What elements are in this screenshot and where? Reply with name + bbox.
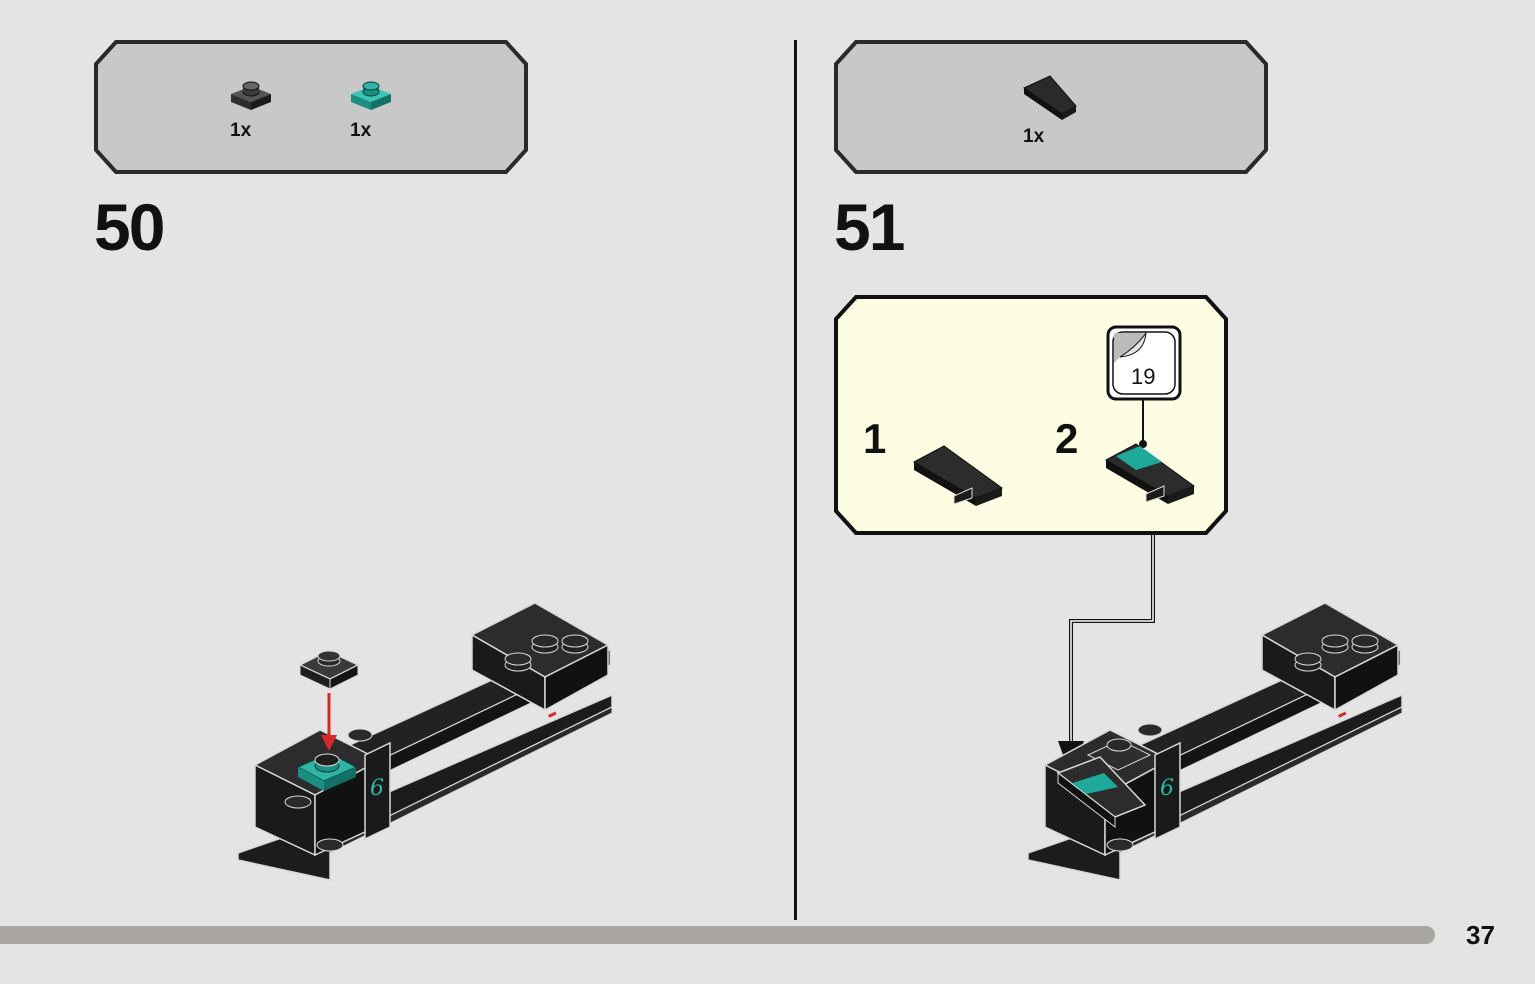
part-qty-dark-plate: 1x bbox=[230, 120, 252, 141]
wedge-piece-substep-1 bbox=[912, 445, 1004, 506]
wedge-piece-substep-2 bbox=[1104, 400, 1196, 504]
page-number: 37 bbox=[1466, 920, 1495, 950]
teal-plate-1x1-icon bbox=[351, 81, 391, 110]
step-number-51: 51 bbox=[834, 190, 905, 264]
substep-number-1: 1 bbox=[863, 415, 887, 462]
sticker-number: 19 bbox=[1131, 364, 1156, 389]
part-qty-teal-plate: 1x bbox=[350, 120, 372, 141]
car-chassis-model-step-51: 6 bbox=[1027, 602, 1403, 881]
black-wedge-slope-icon bbox=[1022, 75, 1077, 120]
dark-gray-plate-1x1-icon bbox=[231, 81, 271, 110]
substep-number-2: 2 bbox=[1055, 415, 1079, 462]
car-chassis-model-step-50: 6 bbox=[237, 602, 613, 881]
page-divider bbox=[794, 40, 797, 920]
step-number-50: 50 bbox=[94, 190, 165, 264]
svg-text:6: 6 bbox=[370, 776, 384, 801]
part-qty-wedge: 1x bbox=[1023, 126, 1045, 147]
sticker-callout-box bbox=[1106, 325, 1182, 401]
svg-text:6: 6 bbox=[1160, 776, 1174, 801]
page-progress-bar bbox=[0, 926, 1435, 944]
parts-callout-box-step-50 bbox=[94, 40, 528, 174]
